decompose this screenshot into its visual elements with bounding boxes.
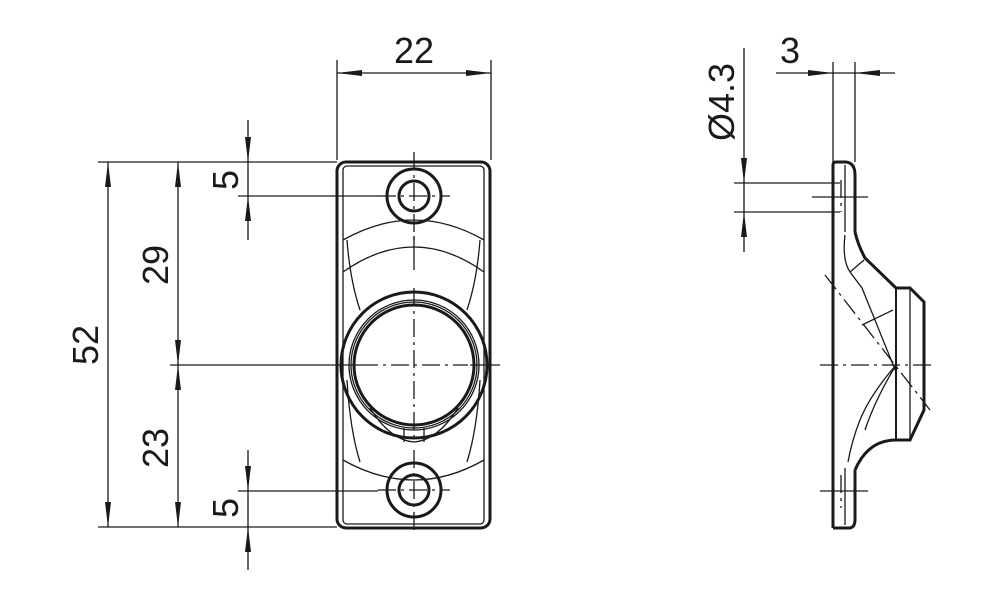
dim-total-height: 52 — [65, 325, 106, 365]
top-hole — [397, 179, 431, 213]
dim-thickness: 3 — [780, 30, 800, 71]
dim-upper-to-center: 29 — [135, 245, 176, 285]
front-view-dimensions: 22 52 29 23 5 5 — [65, 30, 492, 570]
dim-top-hole-offset: 5 — [205, 170, 246, 190]
front-view — [335, 152, 500, 530]
side-view — [812, 160, 935, 530]
side-view-dimensions: 3 Ø4.3 — [701, 30, 895, 252]
side-boss — [853, 231, 926, 471]
dim-bottom-hole-offset: 5 — [205, 498, 246, 518]
upper-arc-1 — [342, 219, 485, 241]
lower-arc — [342, 459, 485, 481]
dim-width: 22 — [394, 30, 434, 71]
dim-hole-diameter: Ø4.3 — [701, 63, 742, 141]
dim-lower-to-center: 23 — [135, 428, 176, 468]
side-plate — [831, 160, 857, 528]
